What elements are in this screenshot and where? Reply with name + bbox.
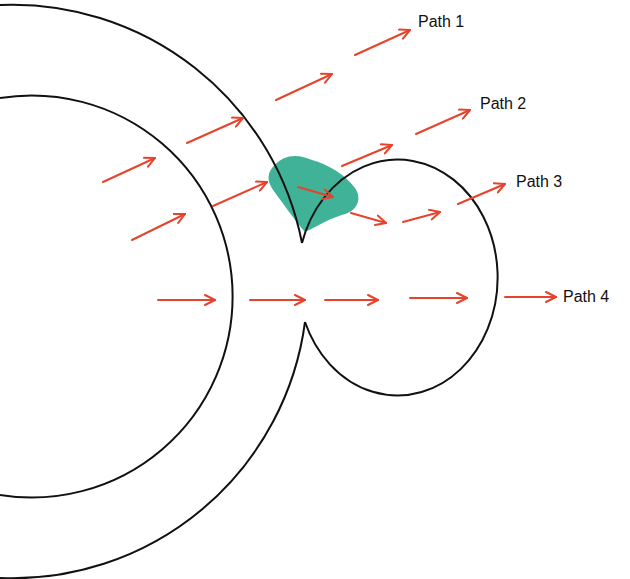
path-label: Path 3 xyxy=(516,172,562,191)
path-label: Path 1 xyxy=(418,12,464,31)
path-arrows xyxy=(103,30,556,300)
green-patch xyxy=(269,156,359,232)
inner-membrane xyxy=(0,96,233,498)
bud-membrane xyxy=(302,160,498,396)
path-label: Path 4 xyxy=(563,287,609,306)
path-label: Path 2 xyxy=(480,94,526,113)
outer-membrane xyxy=(0,322,305,578)
outer-membrane xyxy=(0,5,302,243)
